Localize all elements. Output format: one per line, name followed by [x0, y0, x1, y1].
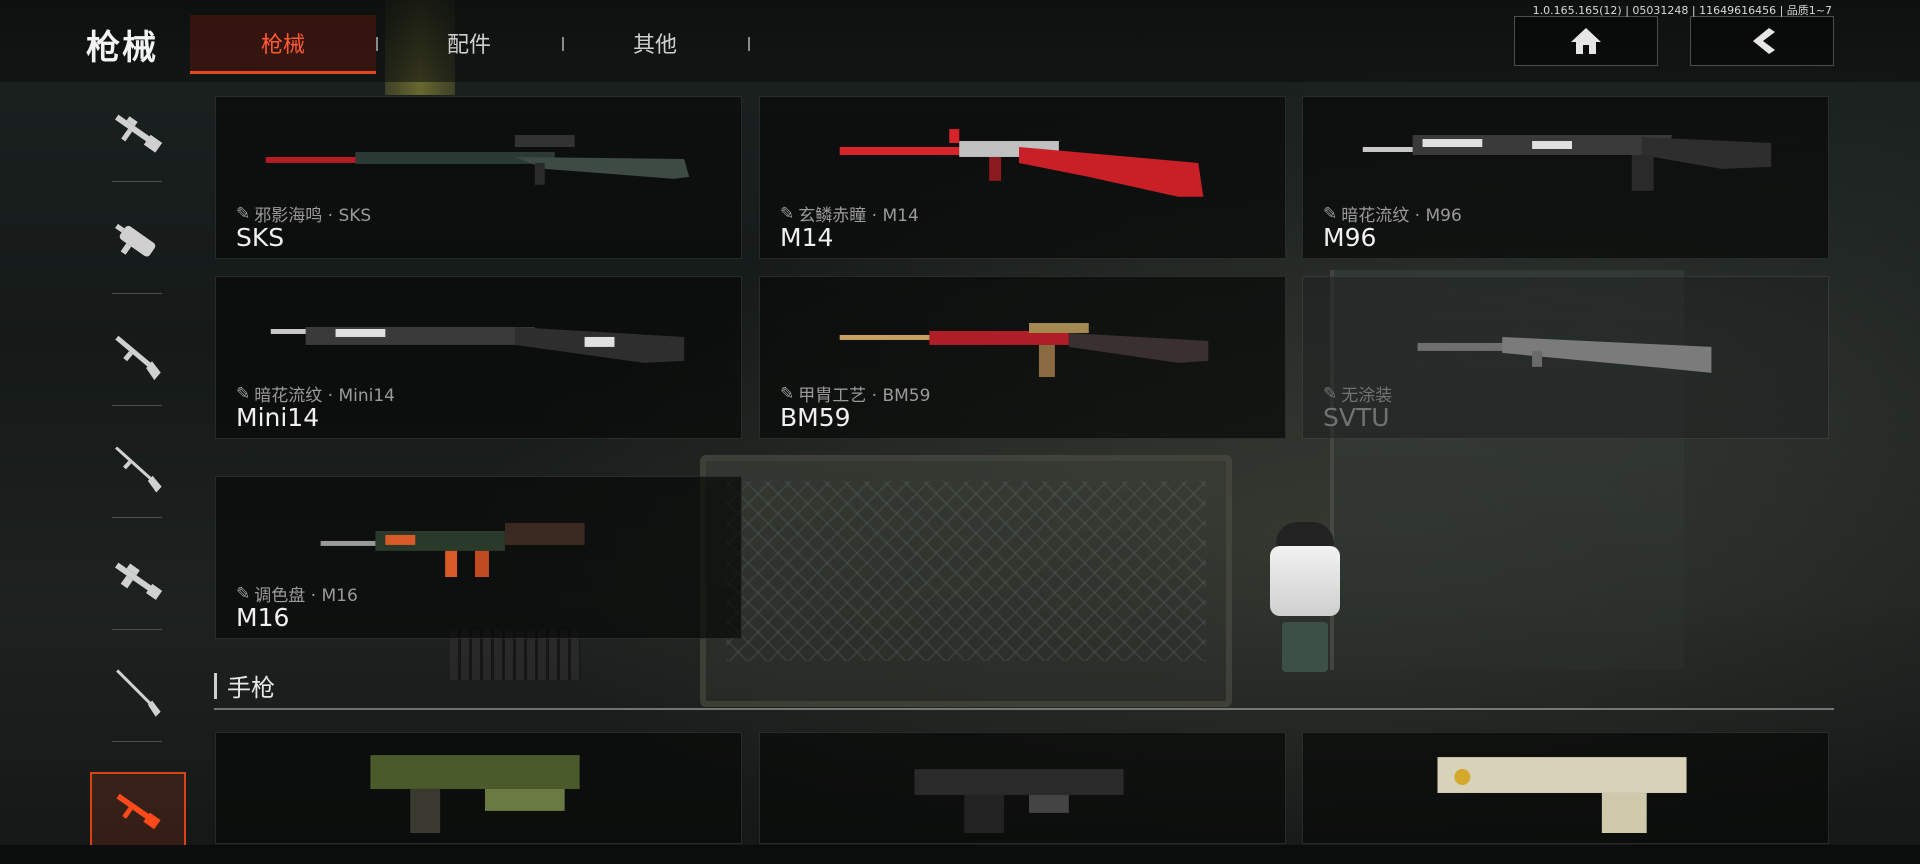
pistol-card-1[interactable]	[215, 732, 742, 844]
mini14-gun-icon	[270, 327, 685, 363]
weapon-name: M14	[780, 223, 834, 252]
tab-other[interactable]: 其他	[562, 15, 750, 71]
weapon-type-sidebar	[90, 82, 186, 864]
version-info: 1.0.165.165(12) | 05031248 | 11649616456…	[1532, 4, 1832, 17]
section-header-pistols: 手枪	[214, 668, 275, 703]
brush-icon: ✎	[1323, 203, 1338, 224]
category-tabs: 枪械 配件 其他	[190, 15, 750, 74]
home-button[interactable]	[1514, 16, 1658, 66]
weapon-card-m96[interactable]: ✎暗花流纹 · M96 M96	[1302, 96, 1829, 259]
sidebar-item-rifle[interactable]	[90, 772, 186, 848]
pistol-gun-icon	[370, 755, 580, 833]
weapon-skin: 暗花流纹 · Mini14	[254, 386, 395, 406]
home-icon	[1571, 28, 1601, 54]
svtu-gun-icon	[1417, 336, 1712, 373]
sidebar-item-smg[interactable]	[90, 194, 186, 294]
weapon-skin: 邪影海鸣 · SKS	[254, 206, 372, 226]
sidebar-item-lmg[interactable]	[90, 530, 186, 630]
weapon-card-m16[interactable]: ✎调色盘 · M16 M16	[215, 476, 742, 639]
pistol-card-2[interactable]	[759, 732, 1286, 844]
back-button[interactable]	[1690, 16, 1834, 66]
weapon-card-m14[interactable]: ✎玄鳞赤瞳 · M14 M14	[759, 96, 1286, 259]
brush-icon: ✎	[780, 203, 795, 224]
weapon-name: SKS	[236, 223, 285, 252]
bottom-strip	[0, 845, 1920, 864]
weapon-skin: 无涂装	[1341, 386, 1393, 406]
pistol-card-3[interactable]	[1302, 732, 1829, 844]
weapon-skin: 暗花流纹 · M96	[1341, 206, 1462, 226]
page-title: 枪械	[86, 28, 158, 68]
section-divider	[214, 708, 1834, 710]
brush-icon: ✎	[236, 583, 251, 604]
weapon-skin: 玄鳞赤瞳 · M14	[798, 206, 919, 226]
tab-guns[interactable]: 枪械	[190, 15, 378, 74]
marksman-rifle-icon	[116, 669, 161, 717]
section-title: 手枪	[227, 674, 275, 702]
top-bar: 枪械 枪械 配件 其他 1.0.165.165(12) | 05031248 |…	[0, 0, 1920, 82]
weapon-name: M96	[1323, 223, 1377, 252]
weapon-card-mini14[interactable]: ✎暗花流纹 · Mini14 Mini14	[215, 276, 742, 439]
tab-attachments[interactable]: 配件	[376, 15, 564, 71]
bm59-gun-icon	[839, 323, 1209, 377]
brush-icon: ✎	[780, 383, 795, 404]
sidebar-item-assault-rifle[interactable]	[90, 82, 186, 182]
weapon-card-sks[interactable]: ✎邪影海鸣 · SKS SKS	[215, 96, 742, 259]
weapon-skin: 调色盘 · M16	[254, 586, 358, 606]
lmg-icon	[114, 562, 163, 600]
pistol-gun-icon	[1437, 757, 1687, 833]
weapon-name: M16	[236, 603, 290, 632]
brush-icon: ✎	[236, 203, 251, 224]
smg-icon	[115, 223, 156, 257]
shotgun-icon	[115, 335, 161, 381]
tab-label: 枪械	[260, 33, 305, 58]
sks-gun-icon	[265, 135, 690, 185]
weapon-name: SVTU	[1323, 403, 1390, 432]
background-crate	[700, 455, 1232, 707]
rifle-icon	[116, 793, 161, 830]
sniper-rifle-icon	[115, 446, 162, 493]
background-lantern	[1262, 522, 1348, 682]
sidebar-item-shotgun[interactable]	[90, 306, 186, 406]
weapon-card-bm59[interactable]: ✎甲胄工艺 · BM59 BM59	[759, 276, 1286, 439]
m16-gun-icon	[320, 523, 585, 577]
weapon-name: BM59	[780, 403, 851, 432]
assault-rifle-icon	[114, 114, 163, 153]
brush-icon: ✎	[236, 383, 251, 404]
m96-gun-icon	[1362, 135, 1772, 191]
m14-gun-icon	[839, 129, 1204, 197]
pistol-gun-icon	[914, 769, 1124, 833]
sidebar-item-sniper-rifle[interactable]	[90, 418, 186, 518]
weapon-card-svtu[interactable]: ✎无涂装 SVTU	[1302, 276, 1829, 439]
weapon-skin: 甲胄工艺 · BM59	[798, 386, 931, 406]
sidebar-item-marksman-rifle[interactable]	[90, 642, 186, 742]
tab-label: 其他	[632, 33, 677, 58]
chevron-left-icon	[1753, 28, 1775, 54]
brush-icon: ✎	[1323, 383, 1338, 404]
weapon-name: Mini14	[236, 403, 320, 432]
tab-label: 配件	[446, 33, 491, 58]
